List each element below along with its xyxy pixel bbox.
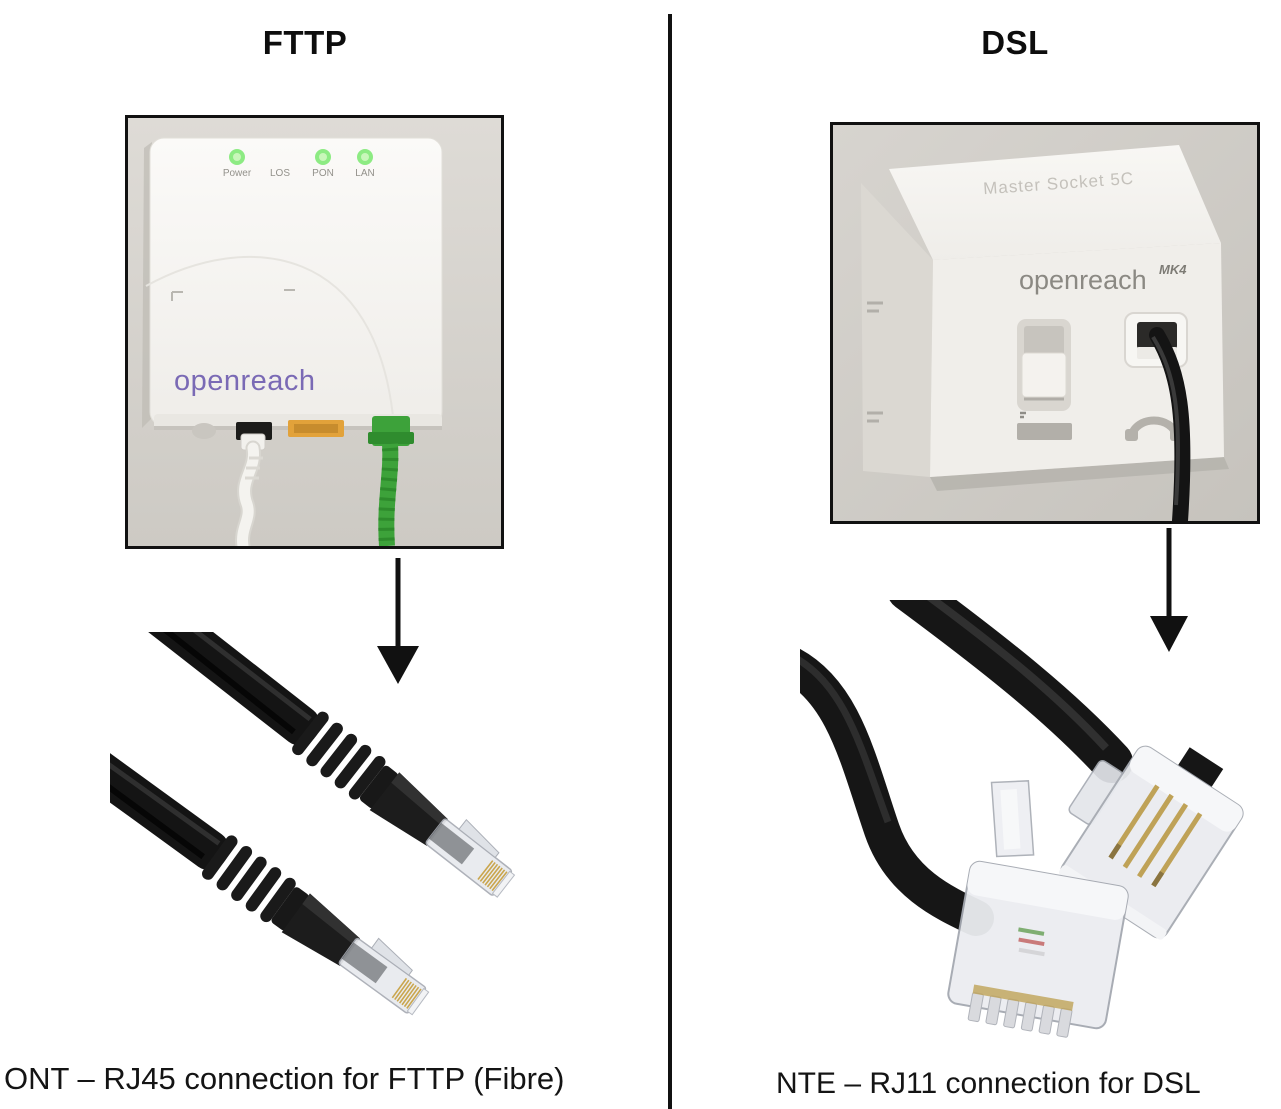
connector-latch-inner xyxy=(1000,788,1021,850)
dsl-cable xyxy=(1149,327,1191,521)
pin-4-tip xyxy=(1151,871,1165,888)
ont-brand-text: openreach xyxy=(174,365,316,397)
pon-led-core xyxy=(319,153,327,161)
connector-sheen xyxy=(1129,746,1243,832)
arrow-head xyxy=(1150,616,1188,652)
arrow-head xyxy=(377,646,419,684)
rj11-cable-left-highlight xyxy=(800,656,892,824)
pin-1-tip xyxy=(1108,843,1122,860)
side-panel-marks xyxy=(867,301,883,423)
power-cable-core xyxy=(237,442,260,546)
led-row: Power LOS PON LAN xyxy=(223,149,375,179)
moulding-mark-left xyxy=(171,291,183,301)
rj11-cable-right xyxy=(889,600,1133,783)
dsl-cable-highlight xyxy=(1151,335,1181,506)
pin-strip xyxy=(972,984,1074,1011)
lan-led-core xyxy=(361,153,369,161)
phone-icon-end-left xyxy=(1125,429,1138,441)
rj11-connector-left xyxy=(947,780,1129,1038)
ont-decorative-curve xyxy=(145,255,395,427)
rj11-cable-right-highlight xyxy=(926,600,1109,751)
slot-flap xyxy=(1021,352,1067,398)
los-led-label: LOS xyxy=(270,168,290,179)
master-socket-photo: Master Socket 5C openreach MK4 xyxy=(830,122,1260,524)
lower-plate-logo xyxy=(1020,411,1026,419)
ont-photo-art: Power LOS PON LAN openreach xyxy=(128,118,501,546)
ont-photo: Power LOS PON LAN openreach xyxy=(125,115,504,549)
dsl-caption: NTE – RJ11 connection for DSL xyxy=(776,1067,1201,1100)
wire-red xyxy=(1018,937,1045,947)
socket-shadow xyxy=(930,457,1229,491)
pon-led-label: PON xyxy=(312,168,334,179)
cable-entry xyxy=(1173,747,1224,795)
fttp-heading: FTTP xyxy=(262,24,348,61)
dsl-heading: DSL xyxy=(981,24,1049,61)
socket-model-text: MK4 xyxy=(1159,262,1187,277)
power-led-label: Power xyxy=(223,168,252,179)
slot-upper xyxy=(1024,326,1064,356)
wire-white xyxy=(1018,947,1045,957)
fttp-caption: ONT – RJ45 connection for FTTP (Fibre) xyxy=(4,1061,565,1096)
green-fibre-cable xyxy=(368,416,414,546)
white-power-cable xyxy=(235,433,266,546)
down-arrow-icon xyxy=(377,558,419,684)
wire-green xyxy=(1018,927,1045,936)
socket-brand-text: openreach xyxy=(1019,265,1147,295)
power-cable-ribs xyxy=(245,456,263,480)
rj45-cables-photo xyxy=(110,632,585,1052)
rj45-connector-upper xyxy=(110,632,523,907)
fibre-connector-base xyxy=(368,432,414,444)
connector-sheen xyxy=(967,861,1128,920)
down-arrow-icon xyxy=(1150,528,1188,652)
lower-plate-bar xyxy=(1017,423,1072,440)
rj11-cable-left xyxy=(800,648,994,936)
pin-3 xyxy=(1137,803,1189,878)
fibre-cable-segments xyxy=(378,447,399,546)
lan-led-label: LAN xyxy=(355,168,374,179)
rj11-cables-photo xyxy=(800,600,1244,1038)
ethernet-port-inner xyxy=(294,424,338,433)
master-socket-art: Master Socket 5C openreach MK4 xyxy=(833,125,1257,521)
column-divider xyxy=(668,14,672,1109)
test-socket-slot xyxy=(1017,319,1071,411)
power-led-core xyxy=(233,153,241,161)
socket-top-face xyxy=(889,145,1221,260)
reset-button xyxy=(192,423,216,439)
pin-2 xyxy=(1122,793,1174,869)
socket-side-panel xyxy=(861,183,933,477)
